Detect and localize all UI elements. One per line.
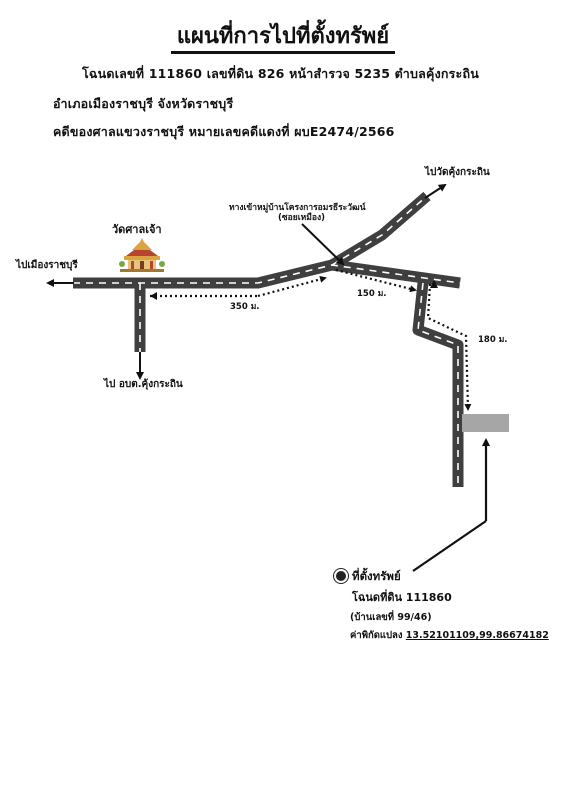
arrow-icon bbox=[301, 223, 345, 266]
road-dashes bbox=[73, 195, 461, 487]
property-house-number: (บ้านเลขที่ 99/46) bbox=[350, 612, 432, 623]
soi-mueang bbox=[412, 282, 464, 487]
property-plot bbox=[462, 414, 509, 432]
label-temple: วัดศาลเจ้า bbox=[112, 223, 162, 236]
temple-icon bbox=[119, 238, 165, 272]
road-network bbox=[73, 191, 464, 487]
label-distance-350: 350 ม. bbox=[230, 302, 260, 312]
district-info-line: อำเภอเมืองราชบุรี จังหวัดราชบุรี bbox=[53, 96, 234, 111]
label-to-city: ไปเมืองราชบุรี bbox=[15, 258, 78, 271]
label-to-wat-kung: ไปวัดคุ้งกระถิน bbox=[424, 165, 490, 178]
property-deed: โฉนดที่ดิน 111860 bbox=[352, 591, 452, 604]
case-info-line: คดีของศาลแขวงราชบุรี หมายเลขคดีแดงที่ ผบ… bbox=[53, 124, 395, 139]
arrow-icon bbox=[150, 292, 157, 300]
distance-paths bbox=[150, 268, 472, 411]
arrow-icon bbox=[412, 520, 487, 572]
label-entrance: ทางเข้าหมู่บ้านโครงการอมรธีระวัฒน์ bbox=[229, 202, 366, 213]
label-distance-180: 180 ม. bbox=[478, 335, 508, 345]
label-entrance-soi: (ซอยเหมือง) bbox=[278, 212, 325, 223]
bullet-icon bbox=[336, 571, 346, 581]
arrow-icon bbox=[430, 280, 438, 288]
arrow-icon bbox=[424, 183, 447, 199]
property-title: ที่ตั้งทรัพย์ bbox=[352, 569, 401, 583]
page-title: แผนที่การไปที่ตั้งทรัพย์ bbox=[0, 18, 566, 54]
property-coordinates: ค่าพิกัดแปลง 13.52101109,99.86674182 bbox=[350, 630, 549, 641]
label-distance-150: 150 ม. bbox=[357, 289, 387, 299]
label-to-school: ไป อบต.คุ้งกระถิน bbox=[103, 377, 183, 390]
deed-info-line: โฉนดเลขที่ 111860 เลขที่ดิน 826 หน้าสำรว… bbox=[82, 66, 479, 81]
